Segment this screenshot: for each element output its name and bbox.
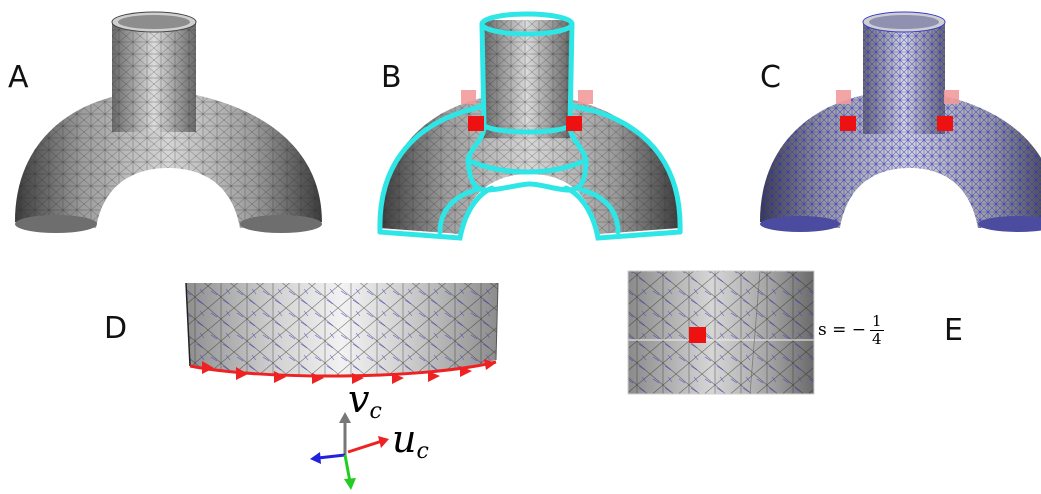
panel-b-marker-pink-right: [578, 90, 593, 104]
arrow-right-icon: [378, 436, 389, 448]
equation-lhs: s = −: [818, 320, 867, 340]
axis-label-u-sub: c: [416, 439, 429, 464]
panel-d-strip: [185, 282, 499, 384]
arrow-up-icon: [339, 412, 351, 423]
arrow-down-icon: [344, 478, 356, 490]
equation-fraction: 1 4: [870, 311, 884, 348]
arrow-left-icon: [310, 452, 321, 464]
panel-d-boundary-arrows: [202, 359, 496, 384]
panel-c-marker-pink-left: [836, 90, 851, 104]
panel-b-cyan-boundaries: [377, 11, 683, 241]
panel-label-b: B: [381, 60, 402, 95]
equation-denominator: 4: [872, 329, 882, 348]
panel-b-marker-red-left: [468, 116, 484, 131]
axis-label-u: uc: [392, 420, 429, 471]
panel-b-model: [377, 11, 683, 241]
panel-c-marker-red-right: [937, 116, 953, 131]
panel-label-d: D: [104, 311, 128, 346]
panel-e-patch: [627, 270, 815, 395]
axis-label-v: vc: [348, 380, 382, 431]
panel-label-c: C: [760, 60, 781, 95]
axis-label-u-main: u: [392, 417, 417, 461]
equation-s: s = − 1 4: [818, 310, 884, 350]
panel-b-marker-pink-left: [461, 90, 476, 104]
panel-a-model: [15, 11, 322, 233]
panel-c-marker-red-left: [840, 116, 856, 131]
axis-label-v-main: v: [348, 377, 370, 421]
panel-c-marker-pink-right: [944, 90, 959, 104]
panel-c-model: [760, 11, 1041, 232]
local-frame-arrows: [310, 412, 389, 490]
axis-label-v-sub: c: [369, 399, 382, 424]
panel-b-marker-red-right: [566, 116, 582, 131]
panel-label-e: E: [944, 313, 963, 348]
panel-label-a: A: [8, 60, 29, 95]
equation-numerator: 1: [870, 311, 884, 331]
panel-e-marker-red: [689, 327, 706, 343]
